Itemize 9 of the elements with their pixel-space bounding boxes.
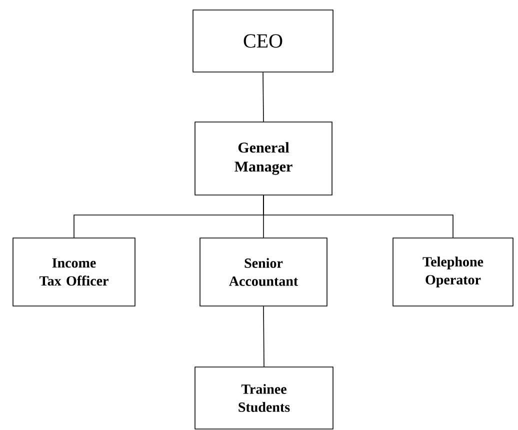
org-box: Telephone Operator: [392, 238, 514, 306]
org-box: Senior Accountant: [200, 238, 328, 306]
connector-line: [263, 195, 454, 238]
org-box: CEO: [192, 10, 334, 72]
org-box: Trainee Students: [194, 366, 334, 430]
org-box: General Manager: [194, 122, 332, 196]
org-box: Income Tax Officer: [12, 238, 136, 306]
connector-line: [262, 72, 264, 122]
connector-line: [263, 306, 264, 367]
